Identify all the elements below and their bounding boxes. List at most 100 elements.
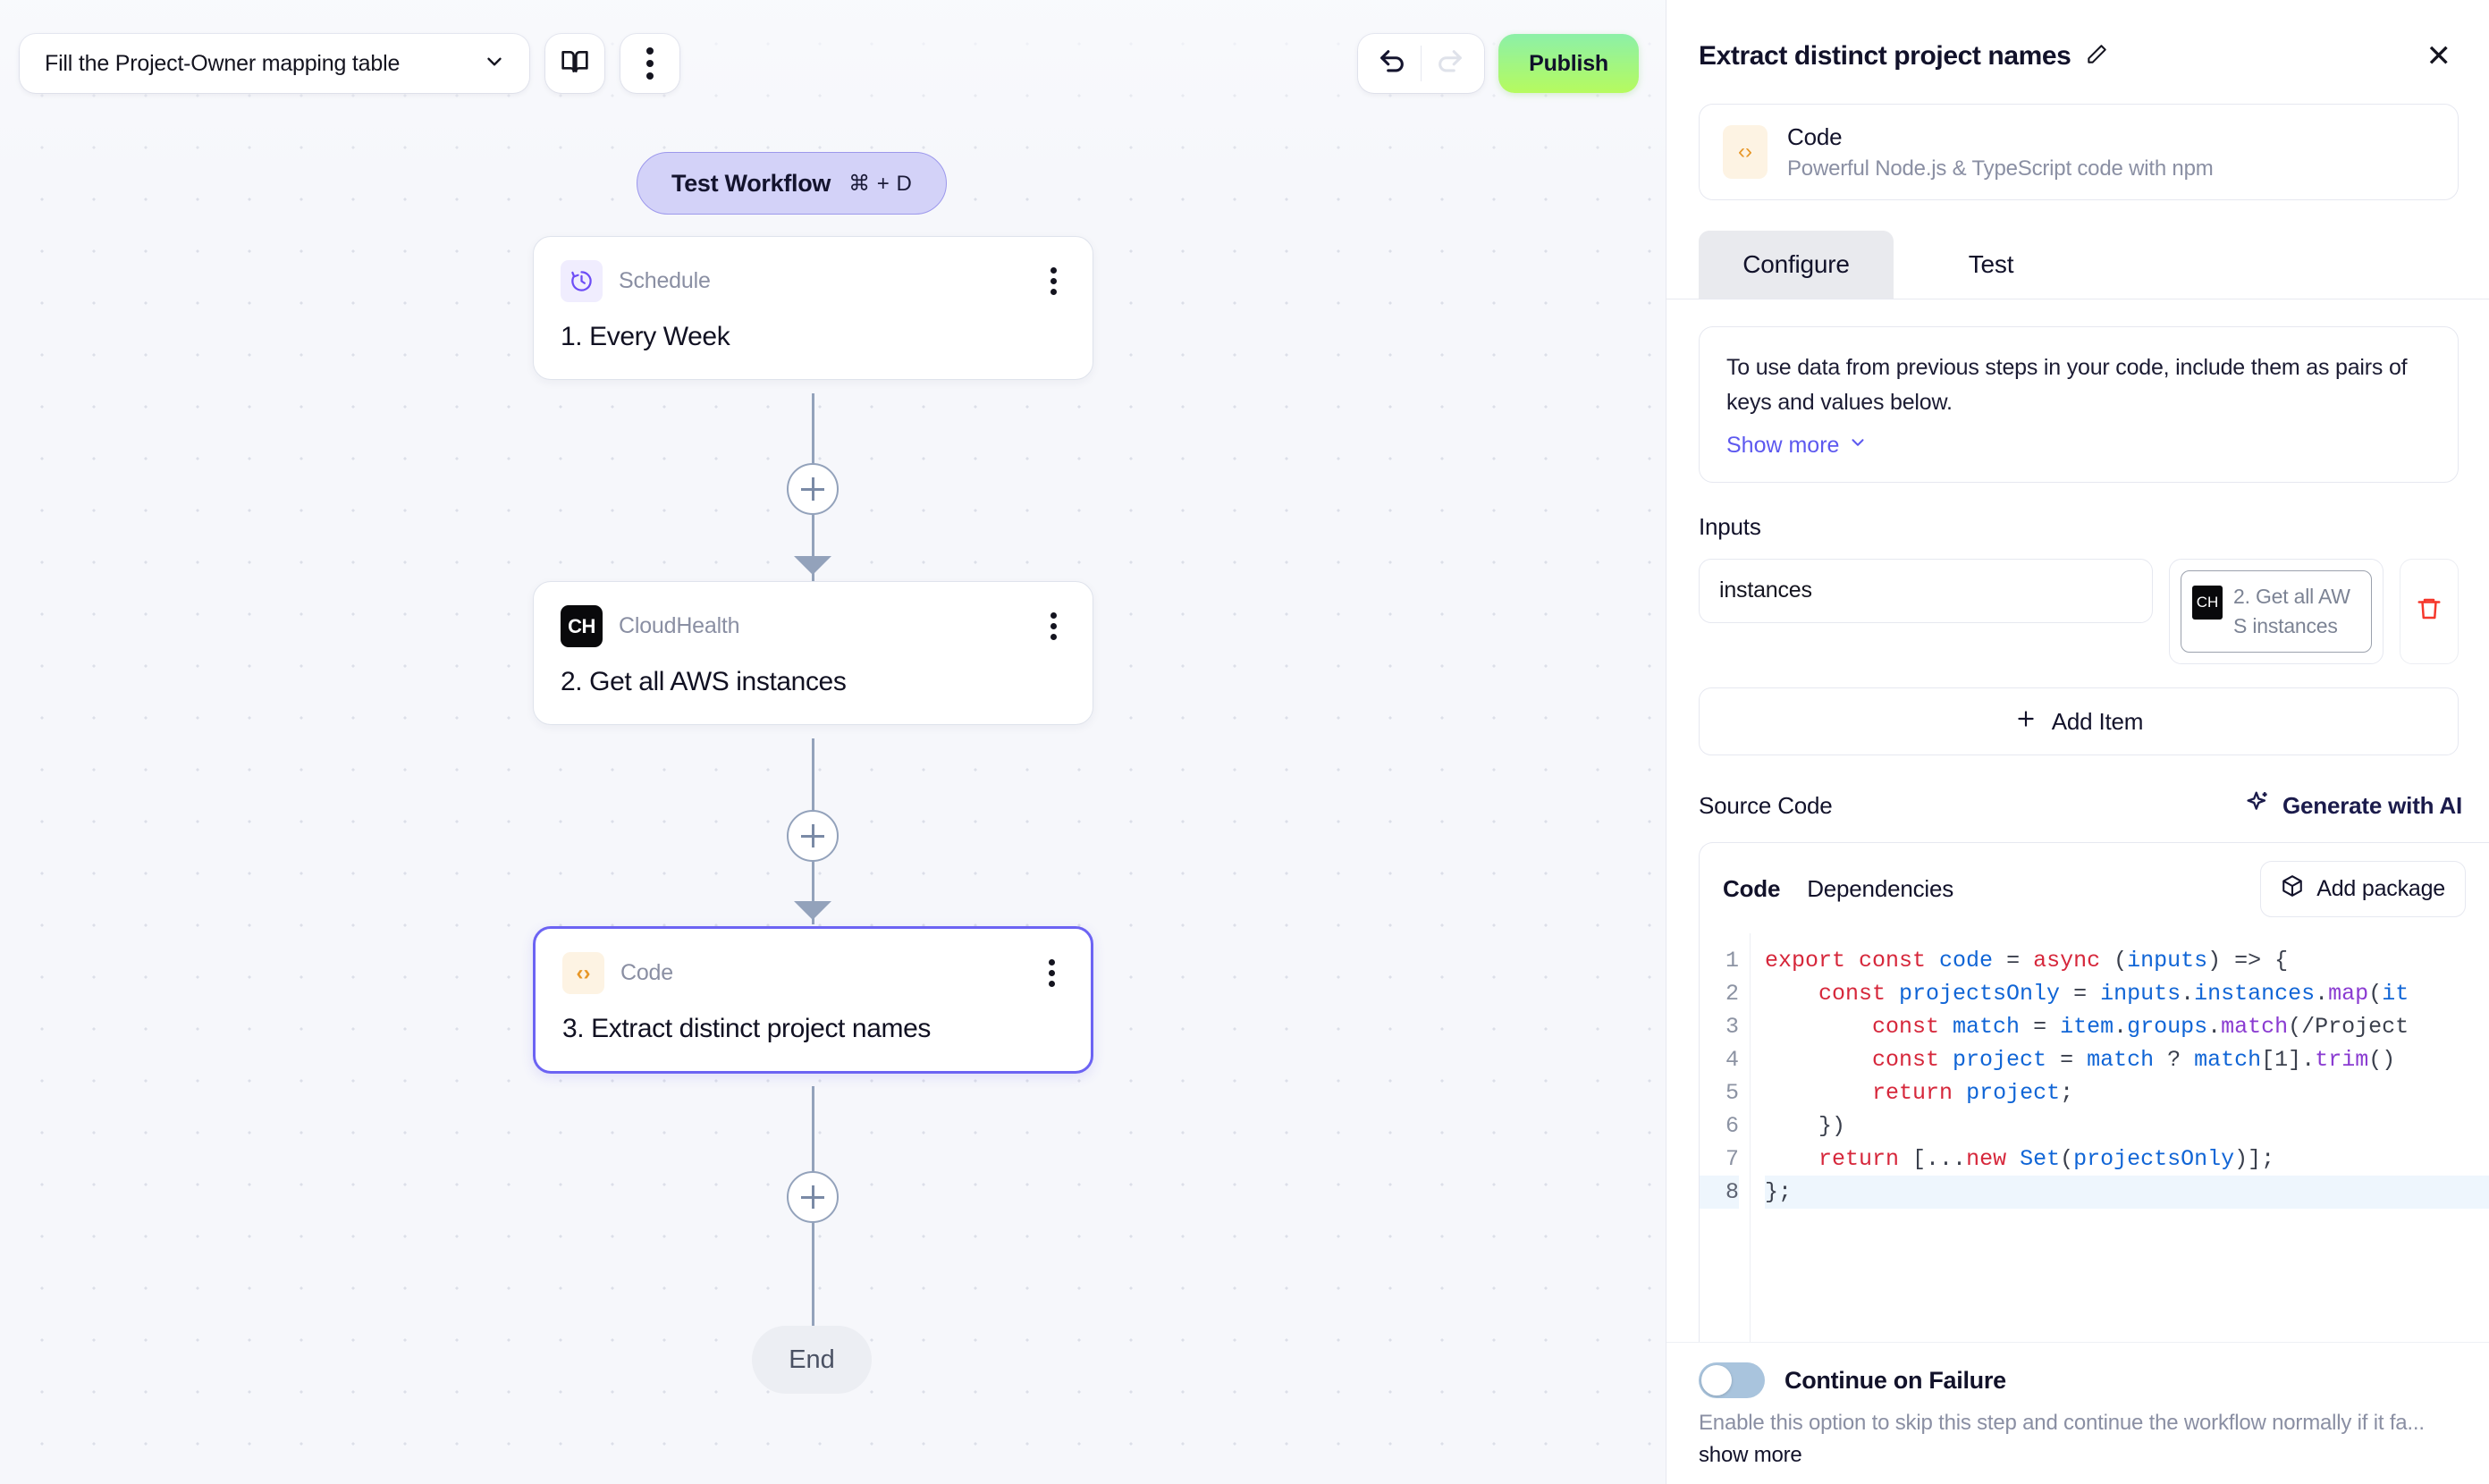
footer-show-more-button[interactable]: show more (1699, 1443, 1802, 1467)
node-more-menu-button[interactable] (1040, 954, 1064, 992)
workflow-node-cloudhealth[interactable]: CH CloudHealth 2. Get all AWS instances (533, 581, 1093, 725)
info-show-more-button[interactable]: Show more (1726, 433, 1868, 459)
book-icon (561, 47, 589, 80)
node-more-menu-button[interactable] (1042, 607, 1066, 645)
plus-icon (2014, 707, 2038, 737)
undo-button[interactable] (1369, 40, 1415, 87)
edge-arrow-2-3 (794, 901, 831, 920)
tab-configure[interactable]: Configure (1699, 231, 1894, 299)
add-package-label: Add package (2316, 876, 2445, 902)
info-callout-text: To use data from previous steps in your … (1726, 355, 2408, 415)
panel-tabs: Configure Test (1666, 231, 2489, 299)
canvas-top-fade (0, 0, 1666, 1484)
undo-redo-group (1358, 34, 1485, 93)
end-node[interactable]: End (752, 1326, 872, 1394)
pencil-icon[interactable] (2085, 43, 2108, 71)
add-input-item-label: Add Item (2051, 707, 2144, 735)
delete-input-button[interactable] (2400, 558, 2459, 665)
generate-with-ai-label: Generate with AI (2282, 792, 2462, 820)
chevron-down-icon (483, 50, 506, 78)
workflow-more-menu-button[interactable] (620, 34, 679, 93)
add-step-button-2[interactable] (787, 810, 839, 862)
node-type-label: CloudHealth (619, 613, 740, 638)
node-title: 3. Extract distinct project names (562, 1014, 931, 1043)
test-workflow-button[interactable]: Test Workflow ⌘ + D (637, 152, 948, 215)
test-workflow-label: Test Workflow (671, 169, 831, 197)
continue-on-failure-toggle[interactable] (1699, 1362, 1765, 1398)
step-config-panel: Extract distinct project names ✕ ‹› Code… (1666, 0, 2489, 1484)
step-type-name: Code (1787, 122, 1843, 150)
node-header: CH CloudHealth (561, 605, 1066, 647)
canvas-toolbar-left: Fill the Project-Owner mapping table (20, 34, 679, 93)
editor-tab-dependencies[interactable]: Dependencies (1807, 875, 1954, 903)
input-value-reference-label: 2. Get all AWS instances (2233, 584, 2350, 637)
source-code-header: Source Code Generate with AI (1699, 789, 2462, 822)
step-type-text: Code Powerful Node.js & TypeScript code … (1787, 123, 2214, 181)
redo-arrow-icon (1435, 46, 1465, 81)
add-step-button-3[interactable] (787, 1171, 839, 1223)
panel-title: Extract distinct project names (1699, 41, 2071, 71)
node-title: 2. Get all AWS instances (561, 667, 847, 696)
generate-with-ai-button[interactable]: Generate with AI (2244, 789, 2462, 822)
workflow-canvas[interactable]: Fill the Project-Owner mapping table (0, 0, 1666, 1484)
undo-arrow-icon (1377, 46, 1407, 81)
node-title: 1. Every Week (561, 322, 730, 351)
workflow-node-schedule[interactable]: Schedule 1. Every Week (533, 236, 1093, 380)
node-header: Schedule (561, 260, 1066, 302)
node-header-left: ‹› Code (562, 952, 673, 994)
sparkle-icon (2244, 789, 2271, 822)
publish-button[interactable]: Publish (1498, 34, 1639, 93)
inputs-section-label: Inputs (1699, 512, 1761, 540)
add-step-button-1[interactable] (787, 463, 839, 515)
cloudhealth-logo-icon: CH (561, 605, 603, 647)
panel-footer: Continue on Failure Enable this option t… (1666, 1342, 2489, 1484)
panel-body: To use data from previous steps in your … (1666, 299, 2489, 1342)
node-header-left: Schedule (561, 260, 711, 302)
add-package-button[interactable]: Add package (2260, 861, 2466, 918)
documentation-button[interactable] (545, 34, 604, 93)
source-code-label: Source Code (1699, 792, 1833, 820)
node-header-left: CH CloudHealth (561, 605, 740, 647)
cloudhealth-logo-icon: CH (2192, 585, 2223, 620)
close-icon[interactable]: ✕ (2426, 39, 2452, 73)
canvas-toolbar-right: Publish (1358, 34, 1639, 93)
code-brackets-icon: ‹› (562, 952, 604, 994)
continue-on-failure-description: Enable this option to skip this step and… (1699, 1411, 2425, 1435)
clock-icon (561, 260, 603, 302)
continue-on-failure-label: Continue on Failure (1784, 1366, 2006, 1394)
workflow-name-label: Fill the Project-Owner mapping table (45, 50, 401, 76)
chevron-down-icon (1848, 433, 1868, 459)
input-value-reference-chip[interactable]: CH 2. Get all AWS instances (2181, 569, 2372, 653)
panel-title-wrap: Extract distinct project names (1699, 41, 2108, 72)
toggle-knob (1701, 1365, 1732, 1395)
panel-header: Extract distinct project names ✕ (1666, 0, 2489, 75)
input-key-field[interactable] (1699, 558, 2153, 623)
editor-tab-code[interactable]: Code (1723, 875, 1781, 903)
kebab-menu-icon (646, 47, 654, 80)
code-content[interactable]: export const code = async (inputs) => { … (1750, 933, 2489, 1342)
workflow-name-dropdown[interactable]: Fill the Project-Owner mapping table (20, 34, 529, 93)
step-type-card: ‹› Code Powerful Node.js & TypeScript co… (1699, 104, 2459, 200)
redo-button[interactable] (1427, 40, 1473, 87)
node-more-menu-button[interactable] (1042, 262, 1066, 300)
test-workflow-shortcut: ⌘ + D (848, 171, 913, 196)
add-input-item-button[interactable]: Add Item (1699, 687, 2459, 756)
input-value-dropzone[interactable]: CH 2. Get all AWS instances (2169, 558, 2384, 665)
node-header: ‹› Code (562, 952, 1064, 994)
code-editor-header: Code Dependencies Add package (1700, 843, 2489, 933)
workflow-node-code[interactable]: ‹› Code 3. Extract distinct project name… (533, 926, 1093, 1074)
step-type-description: Powerful Node.js & TypeScript code with … (1787, 156, 2214, 181)
info-show-more-label: Show more (1726, 432, 1840, 458)
code-brackets-icon: ‹› (1723, 125, 1768, 179)
tab-test[interactable]: Test (1968, 250, 2014, 278)
toolbar-divider (1421, 46, 1422, 81)
edge-arrow-1-2 (794, 556, 831, 575)
node-type-label: Code (620, 960, 673, 985)
info-callout: To use data from previous steps in your … (1699, 326, 2459, 483)
trash-icon (2416, 595, 2443, 627)
package-icon (2281, 874, 2304, 904)
